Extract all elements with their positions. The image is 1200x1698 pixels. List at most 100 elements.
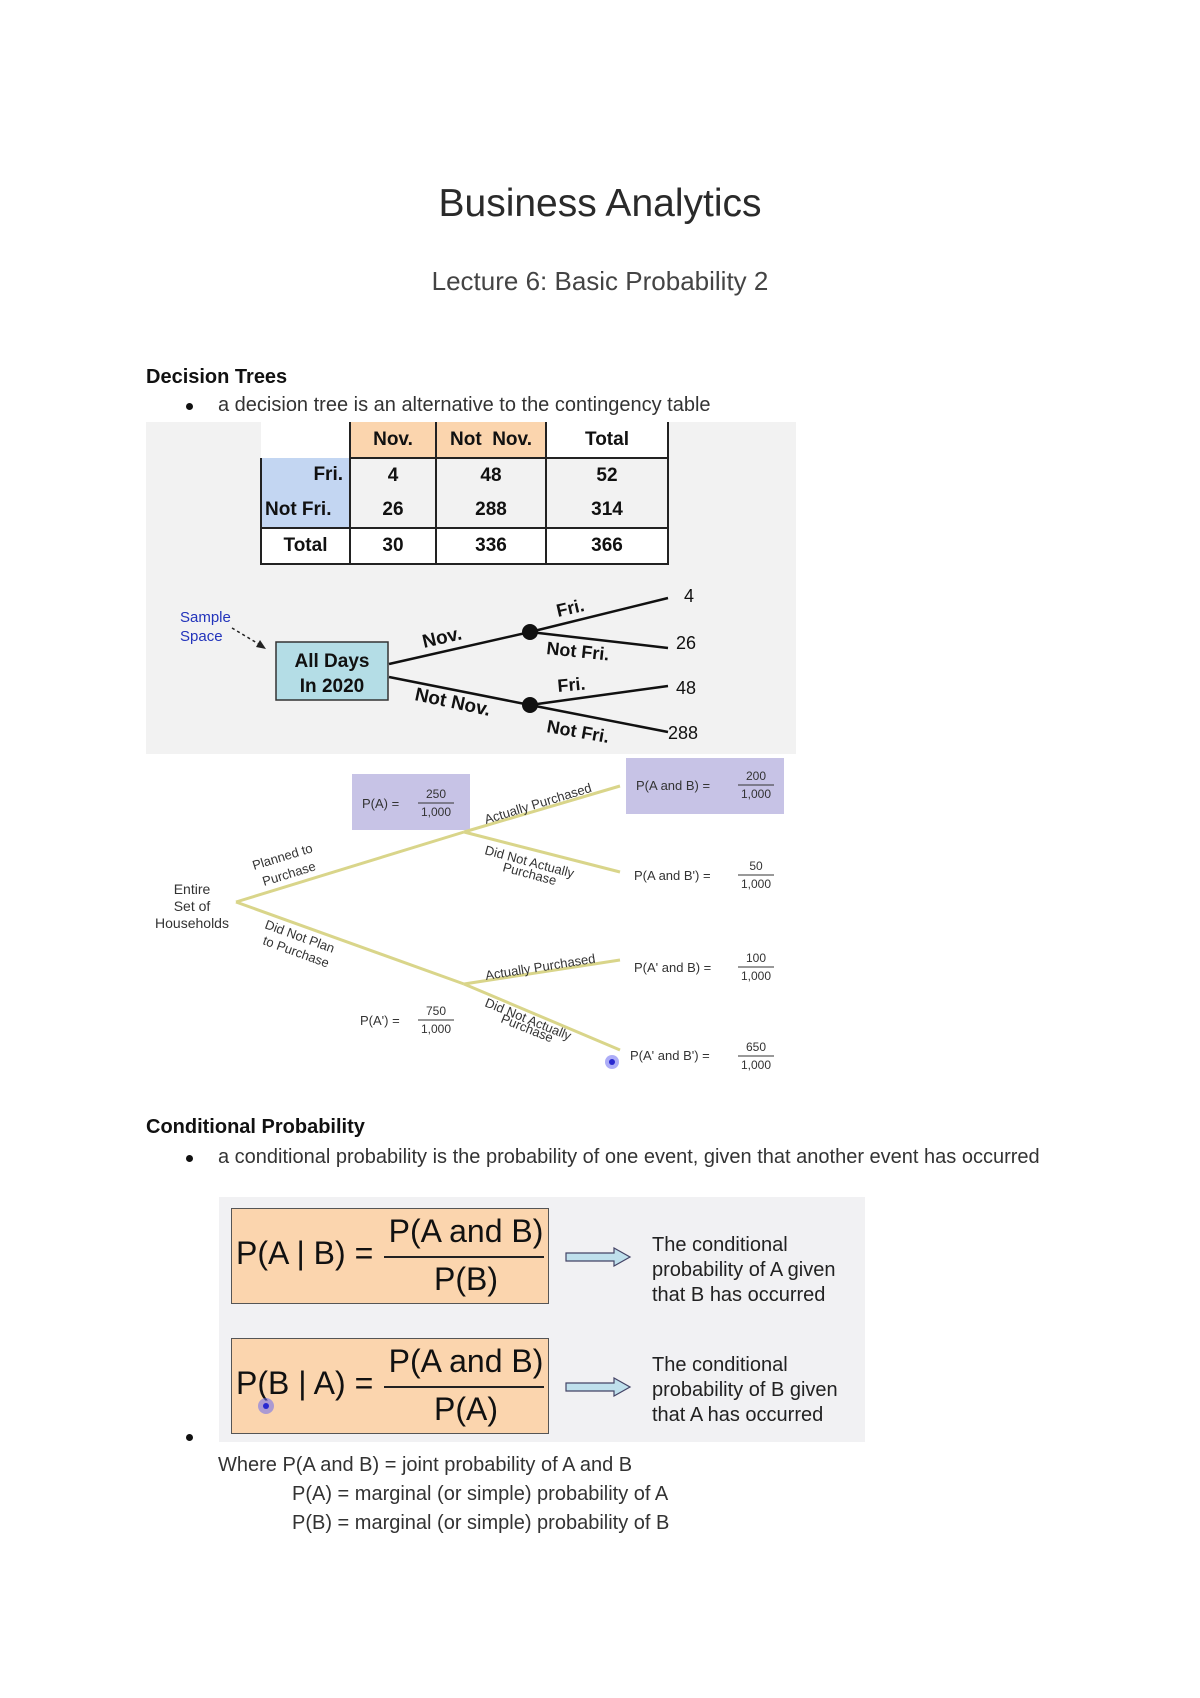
formula-description-line: probability of B given [652,1379,838,1401]
branch-label: Not Fri. [545,716,611,747]
formula-box-b-given-a: P(B | A) = P(A and B) P(A) [231,1338,549,1434]
tree2-root-label: Households [155,915,229,931]
table-cell: 48 [435,458,546,492]
leaf-value: 288 [668,723,698,743]
table-col-header: Not Nov. [435,422,546,459]
formula-numerator: P(A and B) [388,1343,544,1379]
formula-description: The conditional probability of B given t… [652,1353,862,1428]
tree2-root-label: Set of [174,898,211,914]
fraction-numerator: 650 [746,1040,766,1054]
table-col-header: Nov. [349,422,436,459]
table-cell: 288 [435,492,546,529]
section-heading-decision-trees: Decision Trees [146,366,288,388]
table-row-label: Total [260,528,350,565]
outcome-label: P(A and B') = [634,868,711,883]
prob-box-pa [352,774,470,830]
branch-label: Fri. [557,674,587,696]
fraction-denominator: 1,000 [421,1022,451,1036]
where-line-marginal-b: P(B) = marginal (or simple) probability … [292,1512,670,1534]
formula-lhs: P(B | A) = [236,1365,374,1401]
prob-label: P(A) = [362,796,399,811]
formula-box-a-given-b: P(A | B) = P(A and B) P(B) [231,1208,549,1304]
decision-tree-figure-2: Entire Set of Households Planned to Purc… [146,754,796,1074]
formula-fraction-bar [384,1386,544,1388]
sample-space-label: Space [180,628,223,645]
cursor-marker-icon [258,1398,274,1414]
tree1-root-box [275,641,389,701]
formula-denominator: P(A) [434,1391,498,1427]
fraction-denominator: 1,000 [741,969,771,983]
branch-not-nov [388,675,531,707]
document-subtitle: Lecture 6: Basic Probability 2 [431,266,769,296]
table-row-label: Not Fri. [260,492,350,529]
tree1-root-label: In 2020 [300,676,364,697]
branch-not-planned [235,900,465,986]
arrow-right-icon [565,1247,632,1267]
branch-did-not-purchase [463,982,621,1052]
formula-fraction-bar [384,1256,544,1258]
bullet-dot [186,1434,193,1441]
branch-not-fri [529,630,669,650]
fraction-numerator: 100 [746,951,766,965]
branch-fri [529,596,669,634]
branch-did-not-purchase [463,830,621,874]
tree2-root-label: Entire [174,881,211,897]
cursor-marker-icon [609,1059,615,1065]
branch-label: Actually Purchased [484,951,596,983]
leaf-value: 26 [676,633,696,653]
fraction-denominator: 1,000 [741,1058,771,1072]
outcome-label: P(A and B) = [636,778,710,793]
branch-label: Actually Purchased [482,780,593,827]
bullet-text-decision-trees: a decision tree is an alternative to the… [218,394,711,416]
where-line-marginal-a: P(A) = marginal (or simple) probability … [292,1483,669,1505]
table-cell: 4 [349,458,436,492]
branch-not-fri [529,703,669,734]
arrow-head-icon [256,640,266,649]
table-cell: 26 [349,492,436,529]
fraction-numerator: 250 [426,787,446,801]
tree1-root-label: All Days [295,651,370,672]
tree1-diagram: Sample Space All Days In 2020 Nov. Not N… [180,586,698,747]
formula-description-line: The conditional [652,1234,788,1256]
prob-box-pab [626,758,784,814]
outcome-label: P(A' and B') = [630,1048,710,1063]
tree2-diagram: Entire Set of Households Planned to Purc… [155,758,784,1072]
fraction-numerator: 50 [749,859,763,873]
conditional-formula-panel: P(A | B) = P(A and B) P(B) The condition… [219,1197,865,1442]
bullet-dot [186,1155,193,1162]
prob-label: P(A') = [360,1013,400,1028]
table-cell: 52 [545,458,669,492]
branch-actually-purchased [463,958,621,986]
formula-lhs: P(A | B) = [236,1235,374,1271]
where-line-joint: Where P(A and B) = joint probability of … [218,1454,633,1476]
table-corner-cell [261,422,350,458]
leaf-value: 4 [684,586,694,606]
bullet-dot [186,403,193,410]
fraction-denominator: 1,000 [421,805,451,819]
branch-label: Not Fri. [546,638,611,664]
formula-description-line: that A has occurred [652,1404,824,1426]
table-cell: 314 [545,492,669,529]
table-cell: 336 [435,528,546,565]
decision-tree-figure-1: Nov. Not Nov. Total Fri. 4 48 52 Not Fri… [146,422,796,754]
table-cell: 366 [545,528,669,565]
formula-description: The conditional probability of A given t… [652,1233,862,1308]
section-heading-conditional-probability: Conditional Probability [146,1116,365,1138]
leaf-value: 48 [676,678,696,698]
fraction-numerator: 750 [426,1004,446,1018]
fraction-numerator: 200 [746,769,766,783]
table-row-label: Fri. [260,458,350,492]
sample-space-label: Sample [180,609,231,626]
formula-description-line: probability of A given [652,1259,836,1281]
fraction-denominator: 1,000 [741,877,771,891]
branch-fri [529,684,669,707]
branch-actually-purchased [463,784,621,834]
branch-nov [388,630,531,666]
bullet-text-conditional-probability: a conditional probability is the probabi… [218,1146,1040,1168]
table-cell: 30 [349,528,436,565]
formula-description-line: that B has occurred [652,1284,826,1306]
arrow-right-icon [565,1377,632,1397]
branch-label: Fri. [554,595,586,621]
branch-planned [235,830,465,904]
table-col-header: Total [545,422,669,459]
